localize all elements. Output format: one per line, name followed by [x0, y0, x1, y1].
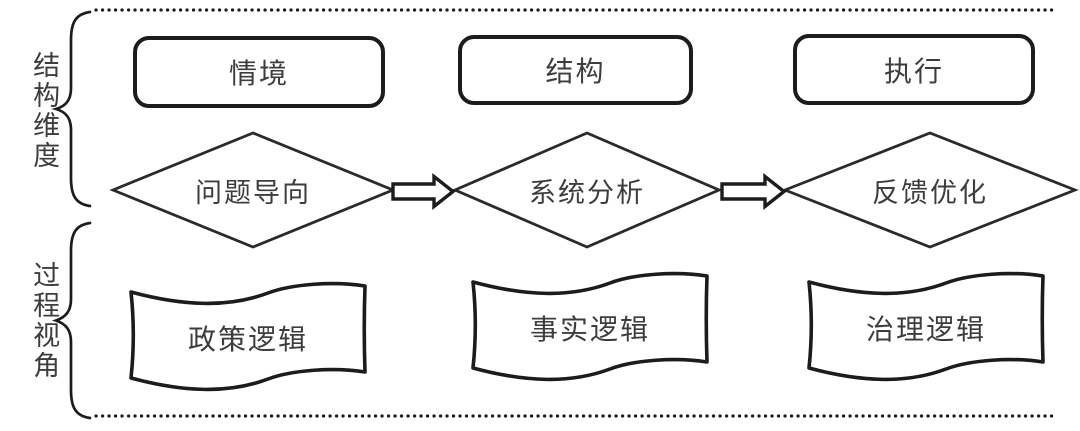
execution-box-label: 执行 — [883, 56, 944, 88]
feedback-optimization-diamond — [781, 131, 1079, 249]
problem-oriented-diamond — [109, 131, 397, 249]
side-label-structure-dimension: 结构维度 — [29, 51, 60, 171]
structure-dimension-brace — [51, 10, 92, 208]
process-perspective-brace — [51, 221, 92, 420]
system-analysis-diamond — [451, 131, 723, 249]
context-box: 情境 — [133, 36, 385, 108]
policy-logic-flag — [129, 281, 367, 392]
context-box-label: 情境 — [228, 59, 289, 90]
structure-box-label: 结构 — [545, 57, 606, 88]
structure-box: 结构 — [458, 35, 693, 105]
double-right-arrow-icon — [720, 172, 787, 211]
fact-logic-flag — [471, 271, 709, 382]
double-right-arrow-icon — [391, 172, 456, 211]
governance-logic-flag — [807, 271, 1045, 382]
side-label-process-perspective: 过程视角 — [29, 261, 60, 381]
execution-box: 执行 — [793, 34, 1035, 105]
